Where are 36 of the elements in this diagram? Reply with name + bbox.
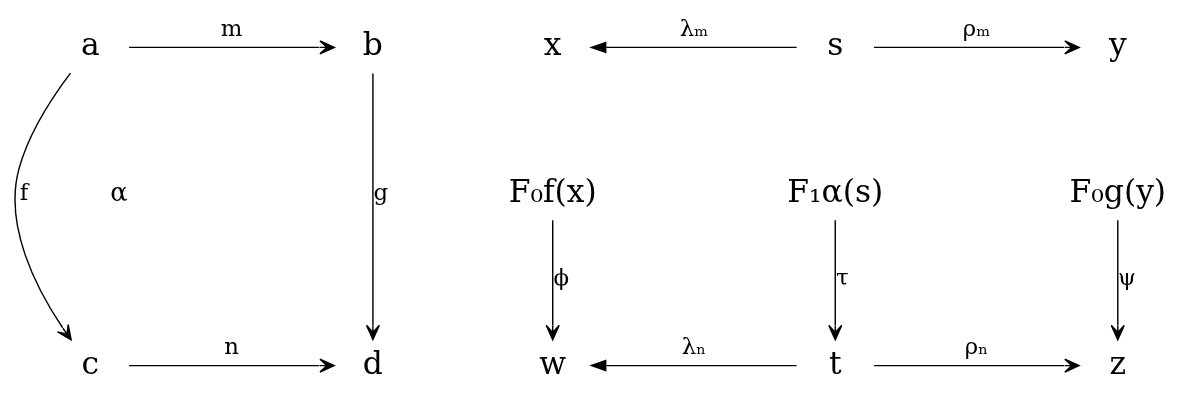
arrow bbox=[873, 357, 1080, 373]
node-text: z bbox=[1109, 344, 1127, 381]
node-text: y bbox=[1108, 25, 1127, 62]
node-text: F₀f(x) bbox=[508, 172, 597, 209]
edge-label: g bbox=[373, 178, 389, 205]
node-text: d bbox=[362, 344, 383, 381]
node-text: c bbox=[81, 344, 100, 381]
edge-label: λₙ bbox=[681, 332, 707, 359]
edge-label: ρₙ bbox=[964, 332, 989, 359]
label: α bbox=[110, 176, 128, 207]
arrow bbox=[545, 219, 560, 340]
arrow bbox=[14, 71, 72, 341]
node-text: x bbox=[543, 25, 562, 62]
arrow bbox=[128, 357, 335, 373]
arrow bbox=[365, 72, 381, 340]
node-text: w bbox=[539, 344, 567, 381]
edge-label: n bbox=[224, 332, 239, 359]
edge-label: ϕ bbox=[553, 263, 570, 290]
arrow bbox=[873, 39, 1080, 55]
node-text: b bbox=[362, 25, 383, 62]
arrow bbox=[589, 359, 798, 372]
node-text: a bbox=[81, 25, 100, 62]
arrow bbox=[828, 219, 843, 340]
node-text: F₁α(s) bbox=[787, 172, 884, 209]
node-text: t bbox=[828, 344, 842, 381]
arrow bbox=[128, 39, 335, 55]
arrow bbox=[589, 40, 798, 53]
arrow bbox=[1110, 219, 1125, 340]
node-text: s bbox=[827, 25, 844, 62]
edge-label: λₘ bbox=[679, 14, 709, 41]
node-text: F₀g(y) bbox=[1069, 172, 1167, 209]
edge-label: f bbox=[19, 178, 29, 205]
edge-label: τ bbox=[836, 263, 849, 290]
edge-label: ψ bbox=[1118, 263, 1137, 290]
edge-label: ρₘ bbox=[962, 14, 991, 41]
edge-label: m bbox=[220, 14, 243, 41]
